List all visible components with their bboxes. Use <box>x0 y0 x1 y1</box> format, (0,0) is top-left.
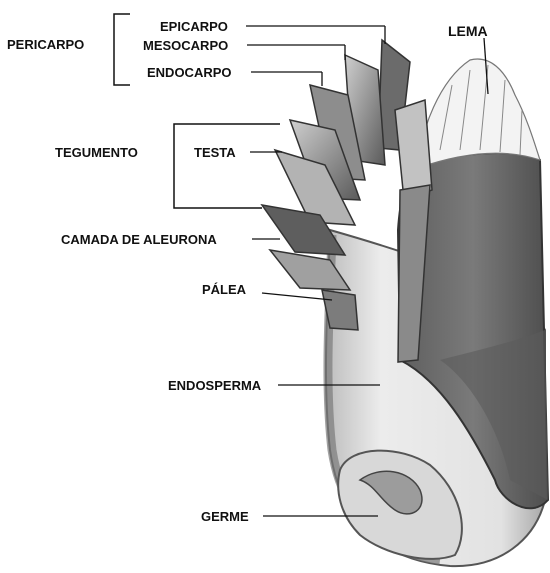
label-testa: TESTA <box>194 145 236 160</box>
label-palea: PÁLEA <box>202 282 247 297</box>
label-mesocarpo: MESOCARPO <box>143 38 228 53</box>
label-endosperma: ENDOSPERMA <box>168 378 262 393</box>
label-germe: GERME <box>201 509 249 524</box>
label-tegumento: TEGUMENTO <box>55 145 138 160</box>
tegumento-bracket <box>174 124 280 208</box>
pericarpo-bracket <box>114 14 130 85</box>
label-camada-de-aleurona: CAMADA DE ALEURONA <box>61 232 217 247</box>
label-pericarpo: PERICARPO <box>7 37 84 52</box>
label-endocarpo: ENDOCARPO <box>147 65 232 80</box>
label-lema: LEMA <box>448 23 488 39</box>
peeled-layers <box>262 40 432 362</box>
label-epicarpo: EPICARPO <box>160 19 228 34</box>
